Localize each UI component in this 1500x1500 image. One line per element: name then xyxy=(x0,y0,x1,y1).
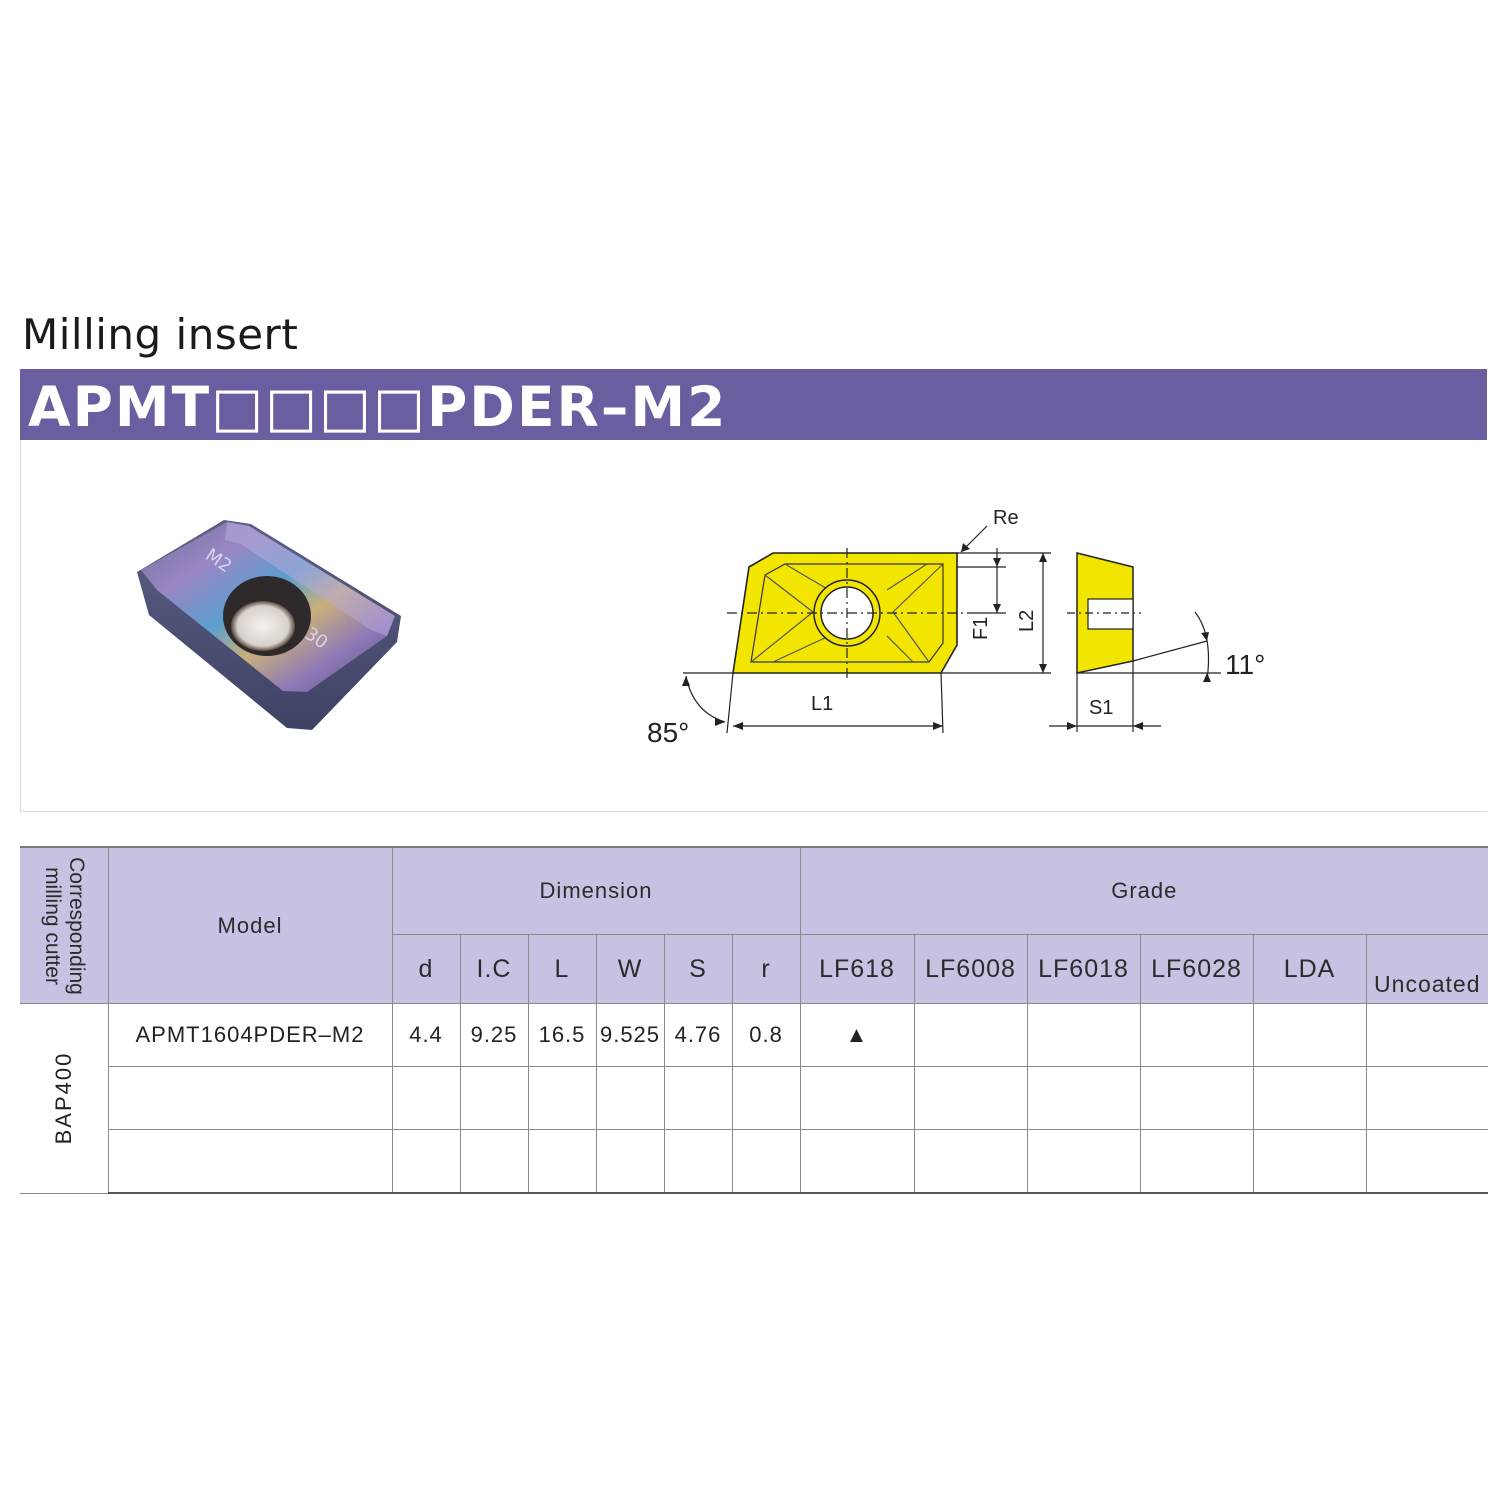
grade-header: Grade xyxy=(799,846,1489,935)
cutter-cell: BAP400 xyxy=(20,1003,109,1194)
table-row: BAP400 APMT1604PDER–M2 4.4 9.25 16.5 9.5… xyxy=(20,1003,1489,1194)
label-f1: F1 xyxy=(970,617,992,640)
grade-cell xyxy=(1139,1066,1254,1130)
grade-cell xyxy=(1026,1003,1141,1067)
table-header-row-2: d I.C L W S r LF618 LF6008 LF6018 LF6028… xyxy=(20,934,1489,1004)
dimension-arrows xyxy=(682,543,1047,730)
grade-mark-triangle: ▲ xyxy=(799,1003,915,1067)
dim-cell xyxy=(527,1066,597,1130)
model-banner: APMT□□□□PDER–M2 xyxy=(20,369,1487,440)
model-cell: APMT1604PDER–M2 xyxy=(107,1003,393,1067)
figure-canvas: M2 30 xyxy=(137,507,1265,748)
dim-cell xyxy=(459,1129,529,1194)
section-title: Milling insert xyxy=(22,310,299,359)
dim-cell xyxy=(391,1129,461,1194)
label-l2: L2 xyxy=(1016,610,1038,632)
insert-side-view-drawing xyxy=(1049,552,1221,732)
table-row xyxy=(20,1129,1489,1194)
dim-col-l: L xyxy=(527,934,597,1004)
dim-cell: 16.5 xyxy=(527,1003,597,1067)
dim-cell xyxy=(731,1129,801,1194)
dim-cell xyxy=(527,1129,597,1194)
dim-col-s: S xyxy=(663,934,733,1004)
grade-cell xyxy=(913,1129,1028,1194)
label-re: Re xyxy=(993,507,1019,529)
dim-col-r: r xyxy=(731,934,801,1004)
dim-cell xyxy=(391,1066,461,1130)
label-angle-85: 85° xyxy=(647,717,689,748)
dim-cell xyxy=(595,1129,665,1194)
grade-cell xyxy=(799,1066,915,1130)
grade-cell xyxy=(1252,1003,1367,1067)
grade-cell xyxy=(1365,1003,1489,1067)
model-cell xyxy=(108,1066,393,1130)
label-angle-11: 11° xyxy=(1225,649,1265,680)
dim-cell: 9.525 xyxy=(595,1003,665,1067)
dim-cell xyxy=(663,1066,733,1130)
model-code: APMT□□□□PDER–M2 xyxy=(28,375,728,439)
dim-cell: 0.8 xyxy=(731,1003,801,1067)
dim-cell xyxy=(663,1129,733,1194)
cutter-header-cell: Corresponding milling cutter xyxy=(20,846,109,1004)
grade-cell xyxy=(1026,1066,1141,1130)
dim-col-w: W xyxy=(595,934,665,1004)
figure-panel: M2 30 xyxy=(20,440,1487,812)
grade-cell xyxy=(913,1003,1028,1067)
diagram-labels: Re F1 L2 L1 S1 85° 11° xyxy=(647,507,1265,748)
dim-cell xyxy=(459,1066,529,1130)
dim-cell xyxy=(595,1066,665,1130)
grade-cell xyxy=(1365,1129,1489,1194)
grade-col-lf618: LF618 xyxy=(799,934,915,1004)
label-l1: L1 xyxy=(811,693,833,715)
spec-table: Corresponding milling cutter Model Dimen… xyxy=(20,846,1489,1194)
grade-cell xyxy=(1365,1066,1489,1130)
label-s1: S1 xyxy=(1089,697,1113,719)
insert-top-view-drawing xyxy=(683,525,1051,734)
grade-cell xyxy=(1026,1129,1141,1194)
dimension-header: Dimension xyxy=(391,846,801,935)
dim-cell xyxy=(731,1066,801,1130)
dim-cell: 4.4 xyxy=(391,1003,461,1067)
grade-col-lf6028: LF6028 xyxy=(1139,934,1254,1004)
grade-cell xyxy=(1139,1003,1254,1067)
dim-cell: 9.25 xyxy=(459,1003,529,1067)
table-row xyxy=(20,1066,1489,1130)
grade-col-uncoated: Uncoated xyxy=(1365,934,1489,1004)
cutter-header: Corresponding milling cutter xyxy=(40,856,88,995)
dim-col-d: d xyxy=(392,934,461,1004)
insert-photo: M2 30 xyxy=(137,520,401,730)
grade-col-lf6008: LF6008 xyxy=(913,934,1028,1004)
table-header-row-1: Corresponding milling cutter Model Dimen… xyxy=(20,846,1489,1004)
grade-col-lf6018: LF6018 xyxy=(1026,934,1141,1004)
dim-cell: 4.76 xyxy=(663,1003,733,1067)
uncoated-label: Uncoated xyxy=(1374,970,1481,997)
grade-cell xyxy=(913,1066,1028,1130)
grade-cell xyxy=(1252,1129,1367,1194)
dim-col-ic: I.C xyxy=(459,934,529,1004)
model-header: Model xyxy=(107,846,393,1004)
grade-cell xyxy=(799,1129,915,1194)
cutter-name: BAP400 xyxy=(50,1051,76,1145)
model-cell xyxy=(108,1129,393,1194)
grade-cell xyxy=(1252,1066,1367,1130)
side-view-arrows xyxy=(1067,632,1211,730)
grade-col-lda: LDA xyxy=(1252,934,1367,1004)
grade-cell xyxy=(1139,1129,1254,1194)
